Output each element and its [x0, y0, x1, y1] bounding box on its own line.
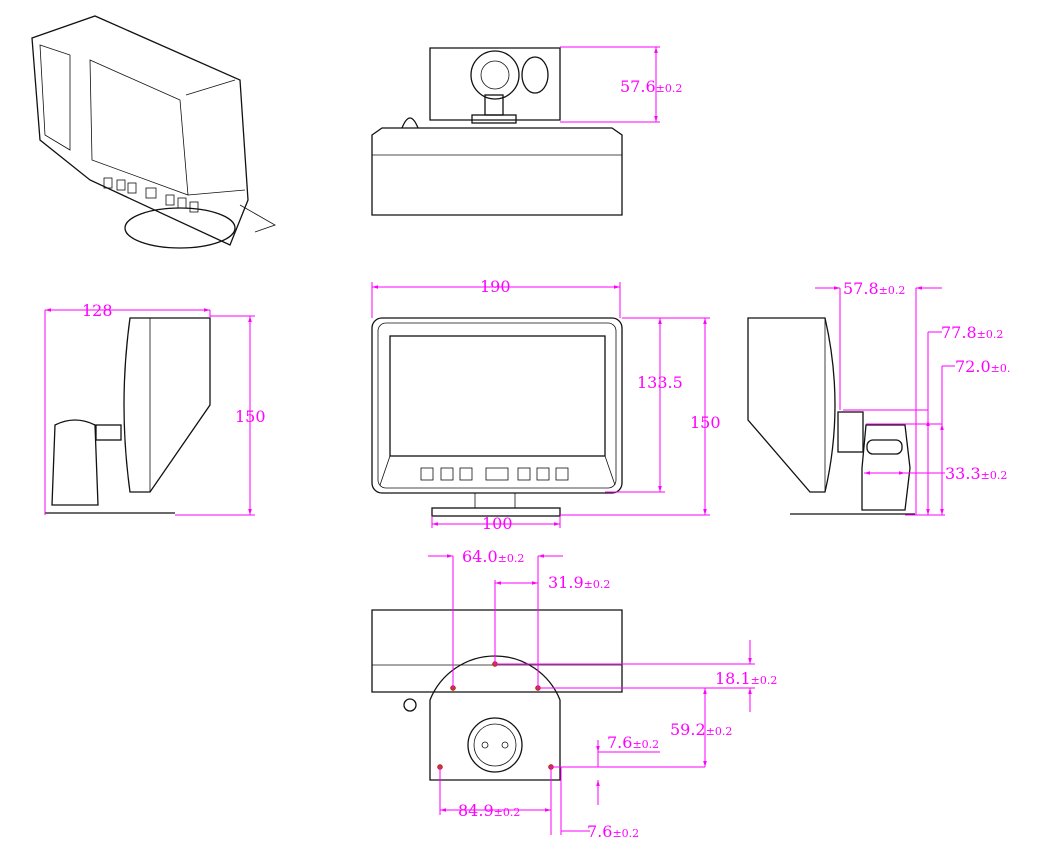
- dim-190: 190: [480, 277, 511, 296]
- dim-84-9: 84.9±0.2: [458, 801, 520, 820]
- dim-64-0: 64.0±0.2: [462, 547, 524, 566]
- dim-31-9: 31.9±0.2: [548, 573, 610, 592]
- dim-150-left: 150: [235, 407, 266, 426]
- dim-100: 100: [482, 514, 513, 533]
- dim-72-0: 72.0±0.: [955, 357, 1010, 376]
- bottom-view: [371, 609, 623, 781]
- dimension-lines: [44, 46, 955, 835]
- dim-150-front: 150: [690, 413, 721, 432]
- isometric-view: [31, 15, 276, 249]
- dim-57-6: 57.6±0.2: [620, 77, 682, 96]
- right-side-view: [747, 317, 915, 515]
- dim-133-5: 133.5: [637, 373, 683, 392]
- dim-7-6-a: 7.6±0.2: [607, 733, 659, 752]
- dimension-labels: 57.6±0.2 128 150 190 133.5 150 100 57.8±…: [82, 77, 1010, 841]
- dim-57-8: 57.8±0.2: [843, 279, 905, 298]
- top-view: [371, 47, 623, 216]
- left-side-view: [45, 317, 211, 514]
- dim-77-8: 77.8±0.2: [941, 323, 1003, 342]
- dim-18-1: 18.1±0.2: [715, 669, 777, 688]
- front-view: [371, 317, 623, 517]
- dim-7-6-b: 7.6±0.2: [587, 822, 639, 841]
- dim-128: 128: [82, 301, 113, 320]
- dim-33-3: 33.3±0.2: [945, 464, 1007, 483]
- dim-59-2: 59.2±0.2: [670, 720, 732, 739]
